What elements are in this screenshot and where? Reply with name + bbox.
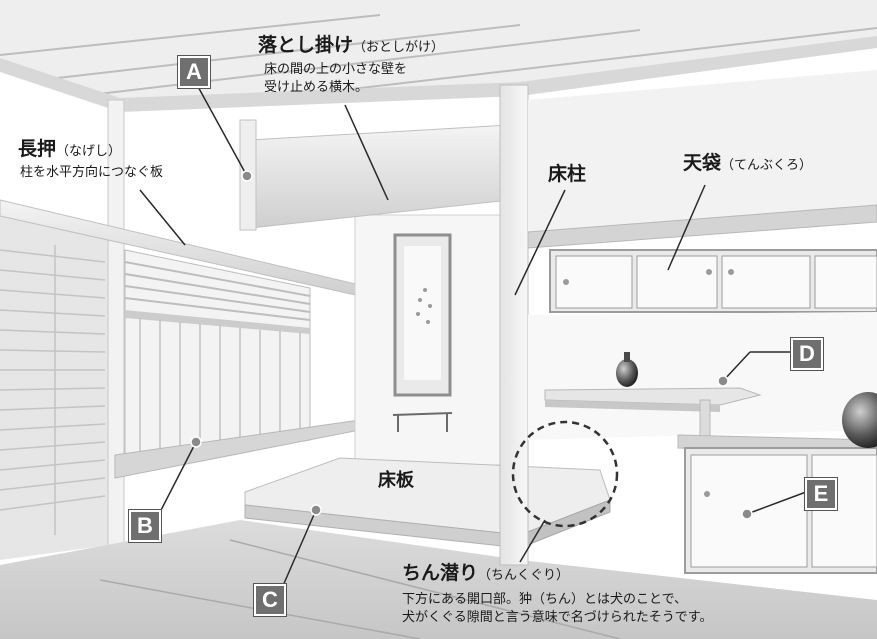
shoin-window (114, 249, 361, 479)
otoshigake-label: 落とし掛け（おとしがけ） (258, 34, 444, 58)
chinkuguri-title: ちん潜り (402, 562, 479, 584)
tokonoma-alcove (354, 214, 506, 466)
tokobashira-pillar (499, 84, 529, 566)
pointer-dots (190, 170, 753, 520)
marker-d: D (791, 338, 823, 370)
nageshi-desc: 柱を水平方向につなぐ板 (20, 165, 164, 180)
tokoita-label: 床板 (378, 470, 414, 491)
nageshi-label: 長押（なげし） (18, 138, 121, 162)
nageshi-title: 長押 (18, 138, 57, 160)
marker-b: B (129, 510, 161, 542)
ceiling (0, 0, 877, 112)
tenbukuro-label: 天袋（てんぶくろ） (683, 152, 812, 176)
otoshigake-desc-1: 床の間の上の小さな壁を (264, 62, 408, 77)
tokobashira-label: 床柱 (548, 163, 587, 185)
leader-lines (139, 82, 807, 589)
tatami-floor (0, 520, 877, 639)
marker-e: E (805, 478, 837, 510)
chinkuguri-desc-2: 犬がくぐる隙間と言う意味で名づけられたそうです。 (402, 610, 713, 625)
marker-a: A (178, 56, 210, 88)
nageshi-reading: （なげし） (56, 144, 122, 159)
otoshigake-beam (249, 124, 511, 229)
chinkuguri-reading: （ちんくぐり） (478, 568, 570, 583)
otoshigake-reading: （おとしがけ） (353, 40, 445, 55)
chinkuguri-desc-1: 下方にある開口部。狆（ちん）とは犬のことで、 (402, 592, 688, 607)
tenbukuro-reading: （てんぶくろ） (721, 158, 813, 173)
chigaidana-shelf (544, 352, 762, 451)
tenbukuro-cabinet (527, 70, 877, 313)
chinkuguri-highlight (511, 420, 619, 528)
otoshigake-desc-2: 受け止める横木。 (264, 80, 369, 95)
tenbukuro-title: 天袋 (683, 152, 722, 174)
otoshigake-title: 落とし掛け (258, 34, 354, 56)
marker-c: C (254, 584, 286, 616)
chinkuguri-label: ちん潜り（ちんくぐり） (402, 562, 569, 586)
left-wall-shoji (0, 99, 125, 561)
